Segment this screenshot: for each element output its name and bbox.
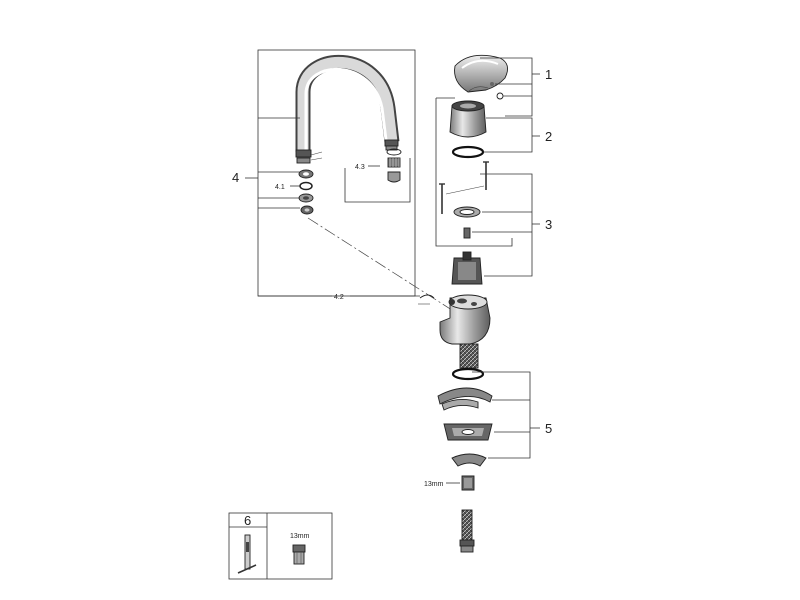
cartridge-group: 3 xyxy=(439,161,552,285)
supply-hoses xyxy=(459,343,479,369)
handle-cap xyxy=(496,92,504,100)
hose-ends xyxy=(459,509,475,553)
callout-4: 4 xyxy=(232,170,239,185)
aerator-inset: 4.3 xyxy=(344,148,411,203)
spout-group: 4 4.1 4.2 4.3 xyxy=(232,49,456,313)
callout-5: 5 xyxy=(545,421,552,436)
spindle-pin xyxy=(463,227,471,239)
base-plate xyxy=(437,387,493,405)
callout-1: 1 xyxy=(545,67,552,82)
spout-group-frame xyxy=(257,49,416,297)
retaining-clip xyxy=(419,294,435,299)
fixing-washer xyxy=(451,453,487,467)
spout-base-fittings xyxy=(295,149,323,164)
spout-tip-fitting xyxy=(384,139,399,151)
o-ring-lower xyxy=(451,367,485,381)
callout-2: 2 xyxy=(545,129,552,144)
callout-4-3: 4.3 xyxy=(355,164,365,171)
callout-4-2: 4.2 xyxy=(334,294,344,301)
handle-screw xyxy=(490,82,494,86)
callout-6: 6 xyxy=(244,513,251,528)
cap-group: 2 xyxy=(435,97,552,247)
mounting-tool-icon xyxy=(237,534,257,574)
callout-3: 3 xyxy=(545,217,552,232)
tap-body-group xyxy=(418,294,491,381)
assembly-axis-line xyxy=(307,217,456,313)
callout-4-1: 4.1 xyxy=(275,184,285,191)
o-ring-upper xyxy=(451,145,485,159)
nut-size-label: 13mm xyxy=(424,481,444,488)
tool-box: 6 13mm xyxy=(228,512,333,580)
socket-nut-icon xyxy=(292,544,306,565)
mounting-group: 5 13mm xyxy=(424,371,552,491)
tap-body xyxy=(439,297,491,345)
handle-group: 1 xyxy=(454,54,552,117)
spout-small-parts xyxy=(298,169,314,215)
tool-box-frame xyxy=(228,512,333,580)
tool-nut-size-label: 13mm xyxy=(290,533,310,540)
